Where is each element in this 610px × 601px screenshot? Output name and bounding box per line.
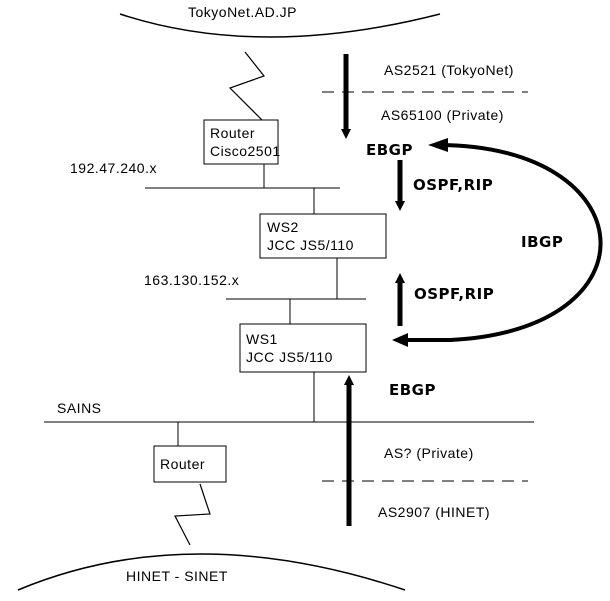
sains-label: SAINS [57,400,102,416]
net-top-label: 192.47.240.x [70,160,157,176]
ebgp-top-label: EBGP [366,141,413,159]
ws2-label-1: WS2 [267,219,299,235]
cloud-top-edge [119,13,441,38]
serial-link-bottom [174,483,211,546]
net-mid-label: 163.130.152.x [144,272,239,288]
ws1-label-1: WS1 [246,331,278,347]
cloud-bottom-label: HINET - SINET [126,568,228,584]
as-unknown-label: AS? (Private) [384,445,474,461]
ws1-box [239,323,367,373]
cloud-top-label: TokyoNet.AD.JP [188,4,297,20]
arrow-ibgp [437,143,603,342]
router-top-box [203,119,279,165]
arrow-ibgp-head-bottom [392,333,408,347]
serial-link-top [228,51,265,121]
ibgp-label: IBGP [521,233,563,251]
cloud-bottom-edge [17,553,406,591]
as65100-label: AS65100 (Private) [381,107,504,123]
ws1-label-2: JCC JS5/110 [246,349,333,365]
router-top-label-2: Cisco2501 [210,143,281,159]
ospf-rip-bottom-label: OSPF,RIP [414,285,494,303]
ws2-box [259,213,387,259]
as2521-label: AS2521 (TokyoNet) [384,62,514,78]
as2907-label: AS2907 (HINET) [378,504,490,520]
ebgp-bottom-label: EBGP [389,381,436,399]
router-bottom-label: Router [160,456,205,472]
arrow-ibgp-head-top [428,138,448,152]
router-bottom-box [153,445,227,483]
router-top-label-1: Router [210,125,255,141]
ospf-rip-top-label: OSPF,RIP [413,176,493,194]
ws2-label-2: JCC JS5/110 [267,237,354,253]
